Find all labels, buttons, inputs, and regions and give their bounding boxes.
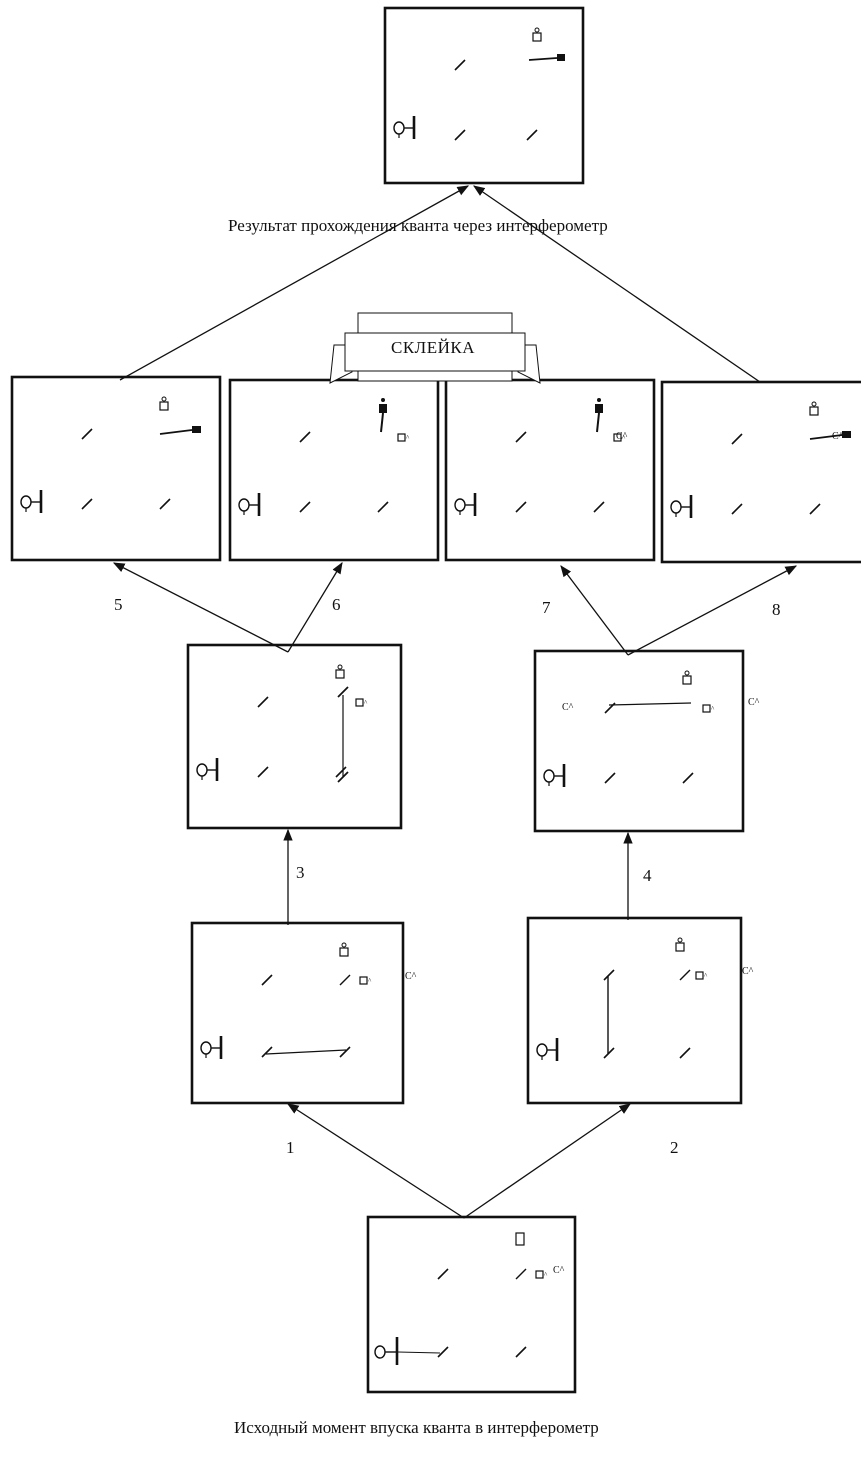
step-label-8: 8: [772, 600, 781, 619]
result-caption: Результат прохождения кванта через интер…: [228, 216, 608, 235]
splice-label: СКЛЕЙКА: [391, 338, 475, 357]
step-label-1: 1: [286, 1138, 295, 1157]
state-panel-2: [526, 916, 743, 1105]
step-label-3: 3: [296, 863, 305, 882]
detector-label: C^: [616, 431, 628, 442]
transition-arrows: [112, 185, 798, 1219]
result-panel: [383, 6, 585, 185]
initial-panel: [366, 1215, 577, 1394]
step-label-4: 4: [643, 866, 652, 885]
detector-label: C^: [742, 966, 754, 977]
arrow-3-to-6: [287, 561, 343, 653]
state-panel-4: [533, 649, 745, 833]
splice-banner: [329, 312, 541, 384]
detector-label: C^: [832, 431, 844, 442]
arrow-4-to-7: [560, 565, 629, 656]
state-panel-1: [190, 921, 405, 1105]
detector-label: C^: [562, 702, 574, 713]
arrow-4-to-8: [627, 565, 798, 656]
arrow-3-to-5: [112, 562, 289, 653]
state-panel-7: [444, 378, 656, 562]
state-panel-3: [186, 643, 403, 830]
arrow-initial-to-1: [287, 1103, 465, 1219]
state-panel-5: [10, 375, 222, 562]
step-label-6: 6: [332, 595, 341, 614]
step-label-7: 7: [542, 598, 551, 617]
initial-caption: Исходный момент впуска кванта в интерфер…: [234, 1418, 599, 1437]
state-panel-6: [228, 378, 440, 562]
detector-label: C^: [405, 971, 417, 982]
step-label-5: 5: [114, 595, 123, 614]
arrow-initial-to-2: [463, 1103, 631, 1219]
arrow-5-to-result: [119, 185, 470, 381]
step-label-2: 2: [670, 1138, 679, 1157]
detector-label: C^: [553, 1265, 565, 1276]
detector-label: C^: [748, 697, 760, 708]
state-panel-8: [660, 380, 861, 564]
arrow-8-to-result: [473, 185, 761, 383]
